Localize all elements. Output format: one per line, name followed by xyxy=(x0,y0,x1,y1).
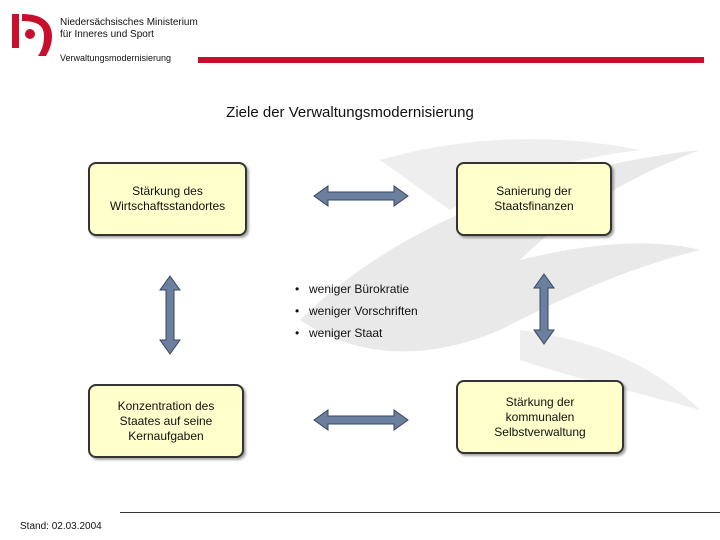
box-selbstverwaltung: Stärkung der kommunalen Selbstverwaltung xyxy=(456,380,624,454)
box-selbstverwaltung-label: Stärkung der kommunalen Selbstverwaltung xyxy=(494,394,586,439)
double-arrow-vertical-right xyxy=(533,273,555,345)
bullet-item: •weniger Staat xyxy=(295,326,383,340)
bullet-item: •weniger Vorschriften xyxy=(295,304,418,318)
header-red-bar xyxy=(198,57,704,63)
ministry-name-line1: Niedersächsisches Ministerium xyxy=(60,17,198,28)
box-kernaufgaben-label: Konzentration des Staates auf seine Kern… xyxy=(117,398,215,443)
double-arrow-vertical-left xyxy=(159,275,181,355)
double-arrow-horizontal-bottom xyxy=(313,409,409,431)
double-arrow-horizontal-top xyxy=(313,185,409,207)
box-staatsfinanzen-label: Sanierung der Staatsfinanzen xyxy=(494,184,574,213)
goals-bullet-list: •weniger Bürokratie •weniger Vorschrifte… xyxy=(295,278,418,344)
section-label: Verwaltungsmodernisierung xyxy=(60,53,172,63)
footer-divider xyxy=(120,512,720,513)
bullet-item: •weniger Bürokratie xyxy=(295,282,410,296)
slide-title: Ziele der Verwaltungsmodernisierung xyxy=(226,104,474,121)
box-wirtschaftsstandort-label: Stärkung des Wirtschaftsstandortes xyxy=(109,184,226,213)
box-staatsfinanzen: Sanierung der Staatsfinanzen xyxy=(456,162,612,236)
box-kernaufgaben: Konzentration des Staates auf seine Kern… xyxy=(88,384,244,458)
footer-date: Stand: 02.03.2004 xyxy=(20,521,102,532)
ministry-name-line2: für Inneres und Sport xyxy=(60,29,154,40)
box-wirtschaftsstandort: Stärkung des Wirtschaftsstandortes xyxy=(88,162,247,236)
ministry-logo xyxy=(12,14,52,56)
